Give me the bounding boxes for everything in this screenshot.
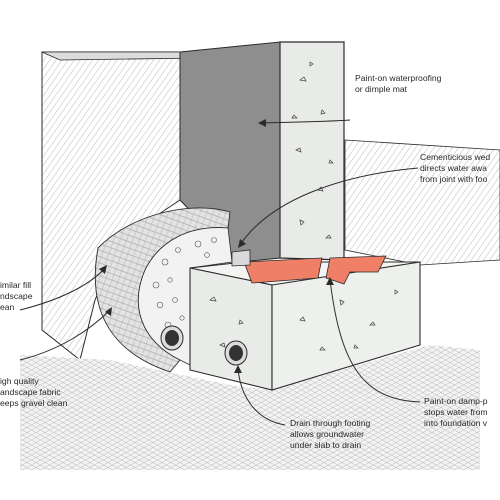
- label-fill-line3: ean: [0, 302, 15, 312]
- soil-right: [344, 139, 500, 266]
- drain-hole-footing: [224, 340, 248, 366]
- cementicious-wedge: [231, 249, 251, 267]
- label-drain-line3: under slab to drain: [290, 440, 362, 450]
- label-drain-line1: Drain through footing: [290, 418, 371, 428]
- label-damp-line2: stops water from: [424, 407, 488, 417]
- label-fill: imilar fill ndscape ean: [0, 280, 33, 313]
- label-drain: Drain through footing allows groundwater…: [290, 418, 370, 451]
- wall-face: [179, 41, 281, 263]
- label-fill-line1: imilar fill: [0, 280, 32, 290]
- label-landscape-fabric: igh quality andscape fabric eeps gravel …: [0, 376, 67, 409]
- concrete-aggregate: [209, 61, 399, 351]
- label-damp-line3: into foundation v: [424, 418, 488, 428]
- arrowheads: [99, 119, 334, 373]
- label-cementicious-line3: from joint with foo: [420, 174, 488, 184]
- label-fabric-line2: andscape fabric: [0, 387, 61, 397]
- label-fabric-line1: igh quality: [0, 376, 39, 386]
- wall-section: [279, 41, 345, 261]
- label-damp-proofing: Paint-on damp-p stops water from into fo…: [424, 396, 488, 429]
- drain-pipe-gravel: [160, 325, 184, 351]
- label-damp-line1: Paint-on damp-p: [424, 396, 488, 406]
- footing-front: [189, 267, 273, 391]
- label-waterproofing-line1: Paint-on waterproofing: [355, 73, 442, 83]
- damp-proofing-left: [243, 257, 323, 284]
- label-fabric-line3: eeps gravel clean: [0, 398, 68, 408]
- leader-lines: [19, 119, 421, 426]
- slab-floor: [20, 345, 480, 470]
- label-waterproofing: Paint-on waterproofing or dimple mat: [355, 73, 441, 95]
- label-cementicious-line1: Cementicious wed: [420, 152, 491, 162]
- label-cementicious-wedge: Cementicious wed directs water awa from …: [420, 152, 490, 185]
- label-waterproofing-line2: or dimple mat: [355, 84, 408, 94]
- label-fill-line2: ndscape: [0, 291, 33, 301]
- label-cementicious-line2: directs water awa: [420, 163, 487, 173]
- label-drain-line2: allows groundwater: [290, 429, 365, 439]
- damp-proofing-right: [325, 255, 387, 285]
